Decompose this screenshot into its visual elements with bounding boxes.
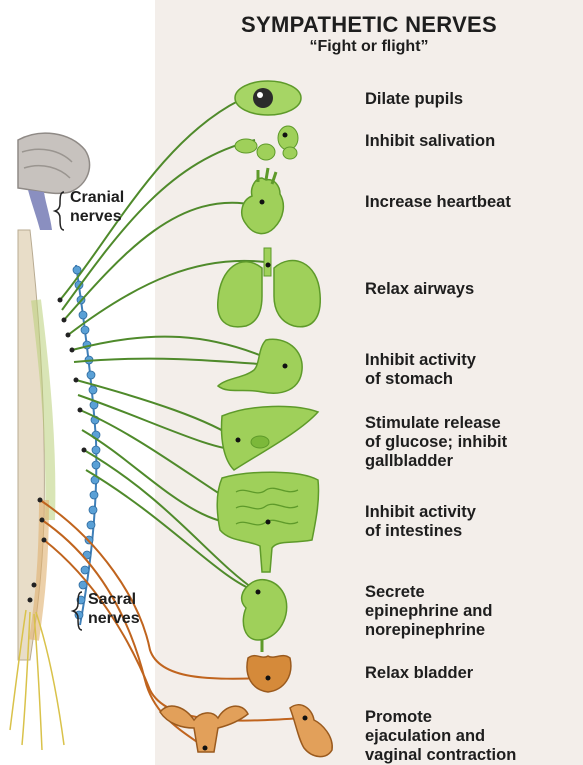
- effect-lungs: Relax airways: [365, 280, 580, 299]
- adrenal-gland-organ: [242, 580, 287, 652]
- diagram-subtitle: “Fight or flight”: [155, 38, 583, 56]
- reproductive-organs: [160, 705, 332, 757]
- effect-eye: Dilate pupils: [365, 90, 580, 109]
- sacral-nerves-label: Sacral nerves: [88, 590, 140, 628]
- diagram-title: SYMPATHETIC NERVES: [155, 12, 583, 38]
- eye-organ: [235, 81, 301, 115]
- brainstem: [28, 190, 52, 230]
- effect-heart: Increase heartbeat: [365, 193, 580, 212]
- liver-organ: [222, 406, 319, 470]
- effect-stomach: Inhibit activity of stomach: [365, 351, 580, 389]
- cranial-nerves-label: Cranial nerves: [70, 188, 124, 226]
- lungs-organ: [218, 248, 321, 327]
- cranial-brace: [55, 192, 64, 230]
- effect-adrenal: Secrete epinephrine and norepinephrine: [365, 583, 580, 640]
- brain: [18, 133, 90, 193]
- salivary-glands-organ: [235, 126, 298, 160]
- effect-salivary: Inhibit salivation: [365, 132, 580, 151]
- effect-intestines: Inhibit activity of intestines: [365, 503, 580, 541]
- effect-liver: Stimulate release of glucose; inhibit ga…: [365, 414, 580, 471]
- effect-reproductive: Promote ejaculation and vaginal contract…: [365, 708, 580, 765]
- bladder-organ: [247, 656, 291, 692]
- effect-bladder: Relax bladder: [365, 664, 580, 683]
- stomach-organ: [218, 339, 302, 393]
